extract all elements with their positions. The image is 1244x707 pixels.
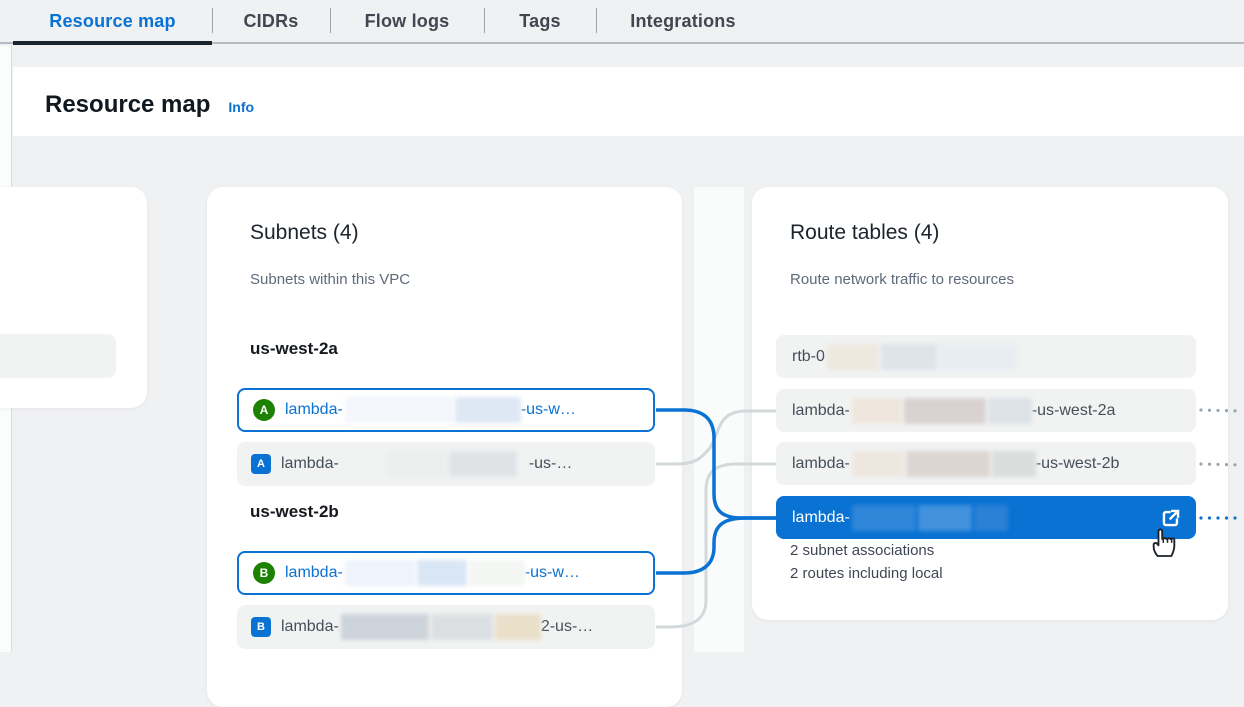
subnet-associations-text: 2 subnet associations <box>790 542 935 559</box>
route-tables-card-subtitle: Route network traffic to resources <box>790 271 1014 288</box>
subnet-row-b-plain[interactable]: B lambda- 2-us-… <box>237 605 655 649</box>
az-a-green-badge-icon: A <box>253 399 275 421</box>
route-tables-card-title: Route tables (4) <box>790 221 940 244</box>
subnets-card: Subnets (4) Subnets within this VPC us-w… <box>207 187 682 707</box>
redaction-block <box>973 504 1008 531</box>
az-b-green-badge-icon: B <box>253 562 275 584</box>
route-table-suffix: -us-west-2a <box>1031 401 1116 419</box>
subnet-name-prefix: lambda- <box>281 455 339 472</box>
redaction-block <box>344 397 453 423</box>
subnet-row-a-plain[interactable]: A lambda- -us-… <box>237 442 655 486</box>
tab-integrations[interactable]: Integrations <box>596 0 770 42</box>
route-tables-card: Route tables (4) Route network traffic t… <box>752 187 1228 620</box>
redaction-block <box>991 450 1036 477</box>
redaction-block <box>468 560 525 586</box>
az-a-blue-badge-icon: A <box>251 454 271 474</box>
vpc-card-partial <box>0 187 147 408</box>
route-table-suffix: -us-west-2b <box>1035 454 1120 472</box>
redaction-block <box>340 614 429 640</box>
redaction-block <box>430 614 493 640</box>
subnet-row-b-selected[interactable]: B lambda- -us-w… <box>237 551 655 595</box>
subnet-name-suffix: 2-us-… <box>540 618 594 635</box>
page-header: Resource map Info <box>13 67 1244 136</box>
redaction-block <box>903 397 986 424</box>
subnet-name-prefix: lambda- <box>281 618 339 635</box>
routes-count-text: 2 routes including local <box>790 565 943 582</box>
redaction-block <box>917 504 972 531</box>
redaction-block <box>454 397 521 423</box>
subnets-card-title: Subnets (4) <box>250 221 359 244</box>
redaction-block <box>987 397 1032 424</box>
route-table-row-selected[interactable]: lambda- <box>776 496 1196 539</box>
subnet-name-suffix: -us-w… <box>520 401 576 418</box>
external-link-icon[interactable] <box>1160 507 1182 529</box>
subnet-row-a-selected[interactable]: A lambda- -us-w… <box>237 388 655 432</box>
page-title: Resource map <box>45 91 211 118</box>
tab-tags[interactable]: Tags <box>484 0 596 42</box>
route-table-prefix: lambda- <box>792 508 850 526</box>
az-header-us-west-2b: us-west-2b <box>250 502 339 521</box>
route-table-row-us-west-2b[interactable]: lambda- -us-west-2b <box>776 442 1196 485</box>
redaction-block <box>851 450 904 477</box>
route-table-details: 2 subnet associations 2 routes including… <box>790 539 943 585</box>
redaction-block <box>826 343 879 370</box>
subnet-name-prefix: lambda- <box>285 401 343 418</box>
redaction-block <box>416 560 467 586</box>
tab-cidrs[interactable]: CIDRs <box>212 0 330 42</box>
az-b-blue-badge-icon: B <box>251 617 271 637</box>
az-header-us-west-2a: us-west-2a <box>250 339 338 358</box>
tab-bar: Resource map CIDRs Flow logs Tags Integr… <box>0 0 1244 45</box>
subnet-name-prefix: lambda- <box>285 564 343 581</box>
redaction-block <box>938 343 1017 370</box>
redaction-block <box>386 451 447 477</box>
route-table-row-us-west-2a[interactable]: lambda- -us-west-2a <box>776 389 1196 432</box>
route-table-row-rtb[interactable]: rtb-0 <box>776 335 1196 378</box>
redaction-block <box>344 560 415 586</box>
redaction-block <box>494 614 541 640</box>
tab-flow-logs[interactable]: Flow logs <box>330 0 484 42</box>
route-table-prefix: lambda- <box>792 401 850 419</box>
vpc-row-partial[interactable] <box>0 334 116 378</box>
subnet-name-suffix: -us-w… <box>524 564 580 581</box>
subnet-name-suffix: -us-… <box>528 455 573 472</box>
route-table-prefix: rtb-0 <box>792 347 825 365</box>
redaction-block <box>905 450 990 477</box>
redaction-block <box>851 397 902 424</box>
connector-lane <box>694 187 744 652</box>
info-link[interactable]: Info <box>228 99 255 115</box>
route-table-prefix: lambda- <box>792 454 850 472</box>
subnets-card-subtitle: Subnets within this VPC <box>250 271 411 288</box>
redaction-block <box>880 343 937 370</box>
redaction-block <box>448 451 517 477</box>
tab-resource-map[interactable]: Resource map <box>13 0 212 45</box>
redaction-block <box>851 504 916 531</box>
